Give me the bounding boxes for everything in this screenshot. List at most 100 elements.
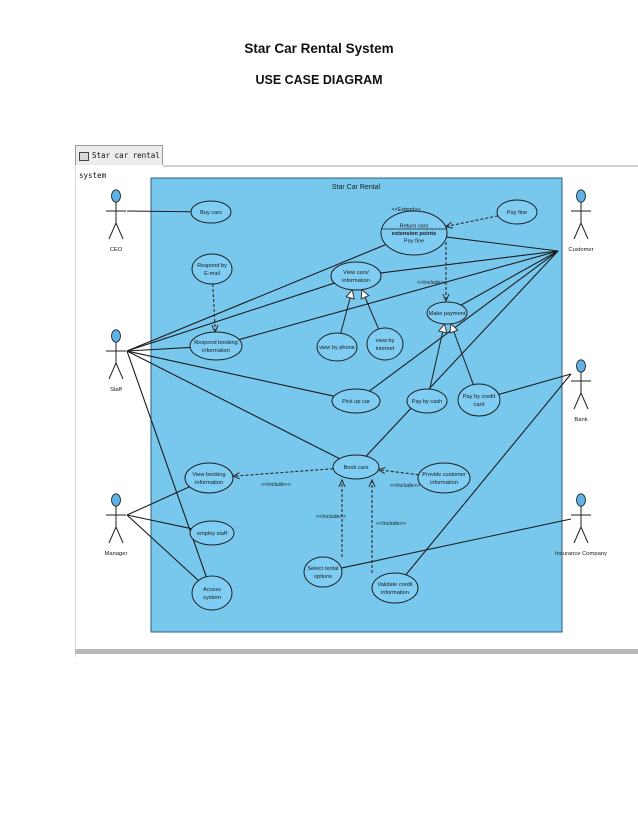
usecase-respond-email[interactable]: Respond byE-mail [191, 253, 233, 285]
include-label: <<Include>> [417, 280, 447, 286]
usecase-validate-credit-shape[interactable] [371, 572, 419, 604]
diagram-tab-label: Star car rental system [79, 151, 160, 180]
actor-left-leg [108, 222, 117, 240]
usecase-buy-cars[interactable]: Buy cars [190, 200, 232, 224]
include-book-cars-to-view-booking [233, 468, 334, 477]
actor-label: Insurance Company [555, 551, 607, 557]
usecase-label: information [430, 480, 458, 486]
diagram-tab[interactable]: Star car rental system [75, 145, 163, 180]
usecase-view-cars-shape[interactable] [330, 261, 382, 291]
actor-insurance[interactable]: Insurance Company [555, 493, 607, 557]
generalization-view-internet-to-view-cars [362, 290, 380, 330]
usecase-view-booking-shape[interactable] [184, 462, 234, 494]
actor-staff[interactable]: Staff [106, 329, 126, 393]
association-insurance-select-rental [341, 518, 572, 569]
usecase-label: employ staff [197, 531, 228, 537]
usecase-book-cars-shape[interactable] [332, 454, 380, 480]
usecase-select-rental-shape[interactable] [303, 556, 343, 588]
actor-ceo[interactable]: CEO [106, 189, 126, 253]
usecase-employ-staff-shape[interactable] [189, 520, 235, 546]
association-ceo-buy-cars [126, 210, 192, 213]
generalization-pay-cash-to-make-payment [429, 324, 445, 390]
usecase-pay-cash-shape[interactable] [406, 388, 448, 414]
actor-manager[interactable]: Manager [105, 493, 128, 557]
usecase-pick-up[interactable]: Pick up car [331, 388, 381, 414]
usecase-label: card [474, 402, 485, 408]
usecase-view-internet-shape[interactable] [366, 327, 404, 361]
association-manager-employ-staff [126, 514, 192, 530]
use-case-diagram: Star Car Rental <<Extend>> <<Include>> <<I… [75, 165, 638, 657]
association-manager-access-system [126, 514, 199, 581]
actor-right-leg [115, 222, 124, 240]
page-subtitle: USE CASE DIAGRAM [255, 73, 383, 87]
canvas-bottom-bar [75, 649, 638, 654]
usecase-label: Select rental [307, 566, 338, 572]
include-label: <<Include>> [390, 483, 420, 489]
association-customer-return-cars [446, 236, 559, 252]
usecase-employ-staff[interactable]: employ staff [189, 520, 235, 546]
include-label: <<Include>> [261, 482, 291, 488]
usecase-respond-email-shape[interactable] [191, 253, 233, 285]
usecase-label: View cars/ [343, 270, 369, 276]
usecase-access-system-shape[interactable] [191, 575, 233, 611]
include-provide-customer-to-book-cars [378, 470, 419, 476]
usecase-label: Respond by [197, 263, 227, 269]
usecase-make-payment[interactable]: Make payment [426, 301, 468, 325]
association-customer-view-cars [380, 250, 559, 274]
actor-left-leg [573, 222, 582, 240]
usecase-view-cars[interactable]: View cars/information [330, 261, 382, 291]
usecase-label: Return cars [400, 223, 429, 229]
usecase-view-phone-shape[interactable] [316, 332, 358, 362]
association-staff-view-cars [126, 282, 335, 352]
usecase-pay-cash[interactable]: Pay by cash [406, 388, 448, 414]
extend-pay-fine-to-return-cars [446, 215, 499, 227]
usecase-pay-fine-shape[interactable] [496, 199, 538, 225]
actor-right-leg [115, 362, 124, 380]
usecase-return-cars-shape[interactable] [380, 210, 448, 256]
generalization-pay-credit-to-make-payment [451, 324, 474, 385]
include-label: <<Include>> [316, 514, 346, 520]
actor-customer[interactable]: Customer [568, 189, 594, 253]
include-label: <<Include>> [376, 521, 406, 527]
usecase-view-phone[interactable]: view by phone [316, 332, 358, 362]
association-staff-respond-booking [126, 346, 191, 352]
actor-left-leg [108, 526, 117, 544]
extend-label: <<Extend>> [391, 207, 420, 213]
usecase-provide-customer-shape[interactable] [417, 462, 471, 494]
association-customer-pick-up [369, 250, 559, 392]
usecase-pay-fine[interactable]: Pay fine [496, 199, 538, 225]
actor-label: Manager [105, 551, 128, 557]
usecase-book-cars[interactable]: Book cars [332, 454, 380, 480]
usecase-make-payment-shape[interactable] [426, 301, 468, 325]
actor-left-leg [573, 392, 582, 410]
usecase-pay-credit-shape[interactable] [457, 383, 501, 417]
usecase-respond-booking-shape[interactable] [189, 331, 243, 361]
system-name: Star Car Rental [332, 184, 381, 191]
actor-head [111, 329, 121, 343]
generalization-view-phone-to-view-cars [340, 290, 353, 334]
usecase-label: Pay fine [507, 210, 527, 216]
usecase-label: Pay by cash [412, 399, 442, 405]
usecase-buy-cars-shape[interactable] [190, 200, 232, 224]
actor-label: Customer [568, 247, 593, 253]
usecase-label: information [195, 480, 223, 486]
actor-head [576, 189, 586, 203]
usecase-pick-up-shape[interactable] [331, 388, 381, 414]
usecase-label: Book cars [344, 465, 369, 471]
usecase-label: view by [376, 338, 395, 344]
usecase-label: Access [203, 587, 221, 593]
actor-head [576, 359, 586, 373]
diagram-icon [79, 151, 89, 161]
actor-left-leg [573, 526, 582, 544]
actor-head [111, 189, 121, 203]
actor-bank[interactable]: Bank [571, 359, 591, 423]
